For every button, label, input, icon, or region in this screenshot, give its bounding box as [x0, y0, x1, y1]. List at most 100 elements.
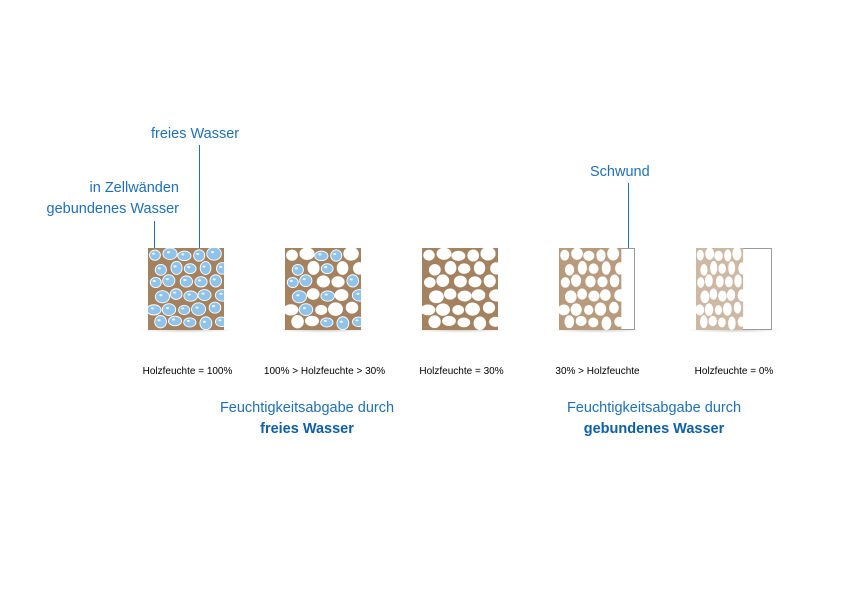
water-highlight	[355, 319, 359, 322]
cell-lumen	[183, 290, 198, 302]
cell-lumen	[214, 289, 224, 302]
cell-shadow-5	[686, 327, 782, 333]
moisture-bar-100: Holzfeuchte = 100%	[120, 360, 255, 383]
free-water-label: freies Wasser	[151, 126, 240, 142]
cell-lumen	[614, 289, 626, 302]
water-highlight	[187, 293, 191, 296]
cell-lumen	[615, 262, 625, 275]
cell-lumen	[429, 290, 444, 304]
cell-lumen	[215, 262, 224, 275]
cell-lumen	[206, 248, 222, 261]
bound-water-label-line2: gebundenes Wasser	[46, 201, 179, 217]
cell-lumen	[594, 302, 607, 316]
cell-lumen	[583, 250, 595, 261]
wood-cross-section-shrinking	[559, 248, 635, 330]
water-highlight	[157, 319, 161, 322]
cell-lumen	[577, 260, 588, 275]
cell-lumen	[444, 260, 457, 275]
cell-lumen	[191, 302, 207, 316]
cell-lumen	[696, 249, 704, 261]
caption-free-water: Feuchtigkeitsabgabe durch freies Wasser	[187, 398, 427, 440]
cell-lumen	[162, 274, 176, 288]
cell-lumen	[328, 302, 344, 316]
cell-lumen	[149, 249, 161, 261]
cell-lumen	[183, 317, 197, 328]
water-highlight	[166, 251, 171, 254]
cell-lumen	[331, 276, 345, 288]
shrinkage-label: Schwund	[590, 164, 650, 180]
cell-lumen	[564, 264, 575, 276]
bound-water-label-line1: in Zellwänden	[89, 180, 179, 196]
cell-lumen	[601, 316, 612, 330]
cell-lumen	[286, 249, 298, 261]
cell-lumen	[453, 275, 467, 288]
cell-lumen	[457, 263, 471, 274]
cell-lumen	[708, 315, 717, 327]
cell-lumen	[467, 249, 480, 262]
water-highlight	[218, 319, 222, 322]
cell-lumen	[710, 260, 718, 275]
cell-lumen	[214, 316, 224, 328]
cell-lumen	[423, 277, 436, 288]
water-highlight	[324, 266, 328, 269]
cell-lumen	[304, 315, 320, 327]
cell-lumen	[170, 260, 183, 275]
cell-lumen	[351, 289, 361, 302]
cell-lumen	[732, 248, 742, 261]
moisture-bar-label: Holzfeuchte = 0%	[694, 366, 774, 377]
cell-lumen	[457, 317, 471, 328]
cell-lumen	[336, 261, 349, 275]
cell-lumen	[559, 304, 570, 316]
cell-lumen	[599, 289, 611, 301]
cell-lumen	[352, 262, 361, 275]
cell-lumen	[465, 302, 480, 316]
cell-lumen	[718, 263, 726, 274]
cell-lumen	[468, 276, 482, 288]
cell-shadow-2	[275, 327, 371, 333]
water-highlight	[356, 292, 360, 295]
cell-lumen	[179, 275, 193, 288]
cell-lumen	[704, 303, 714, 316]
water-highlight	[159, 294, 163, 297]
cell-lumen	[724, 276, 733, 288]
water-highlight	[171, 318, 176, 321]
cell-lumen	[588, 263, 599, 274]
cell-lumen	[436, 248, 452, 260]
wood-cross-section-100	[148, 248, 224, 330]
cell-lumen	[314, 250, 329, 262]
water-highlight	[152, 279, 156, 283]
cell-lumen	[584, 305, 594, 315]
cell-lumen	[451, 250, 466, 261]
cell-lumen	[443, 288, 457, 300]
cell-lumen	[700, 290, 710, 304]
caption-line2: freies Wasser	[260, 421, 354, 437]
shrinkage-leader	[628, 183, 630, 273]
wood-cross-section-0	[696, 248, 772, 330]
cell-lumen	[709, 288, 718, 300]
cell-lumen	[571, 248, 583, 260]
cell-lumen	[291, 290, 307, 304]
water-highlight	[181, 307, 185, 310]
cell-lumen	[697, 277, 705, 288]
water-highlight	[323, 319, 327, 323]
cell-lumen	[197, 289, 212, 302]
water-highlight	[173, 291, 177, 294]
cell-lumen	[737, 316, 746, 327]
cell-lumen	[194, 276, 208, 288]
water-highlight	[219, 265, 223, 269]
cell-lumen	[291, 315, 304, 329]
cell-lumen	[193, 249, 206, 262]
water-highlight	[211, 305, 216, 308]
cell-lumen	[167, 315, 183, 327]
water-highlight	[212, 278, 216, 281]
cell-lumen	[728, 261, 736, 275]
moisture-bar-label: Holzfeuchte = 30%	[419, 366, 504, 377]
cell-lumen	[428, 264, 441, 276]
wood-cross-section-partial	[285, 248, 361, 330]
bound-water-label: in Zellwänden gebundenes Wasser	[20, 178, 179, 220]
cell-lumen	[726, 289, 736, 301]
cell-lumen	[199, 261, 212, 275]
water-highlight	[157, 267, 161, 270]
cell-lumen	[718, 290, 727, 302]
cell-lumen	[299, 248, 315, 260]
